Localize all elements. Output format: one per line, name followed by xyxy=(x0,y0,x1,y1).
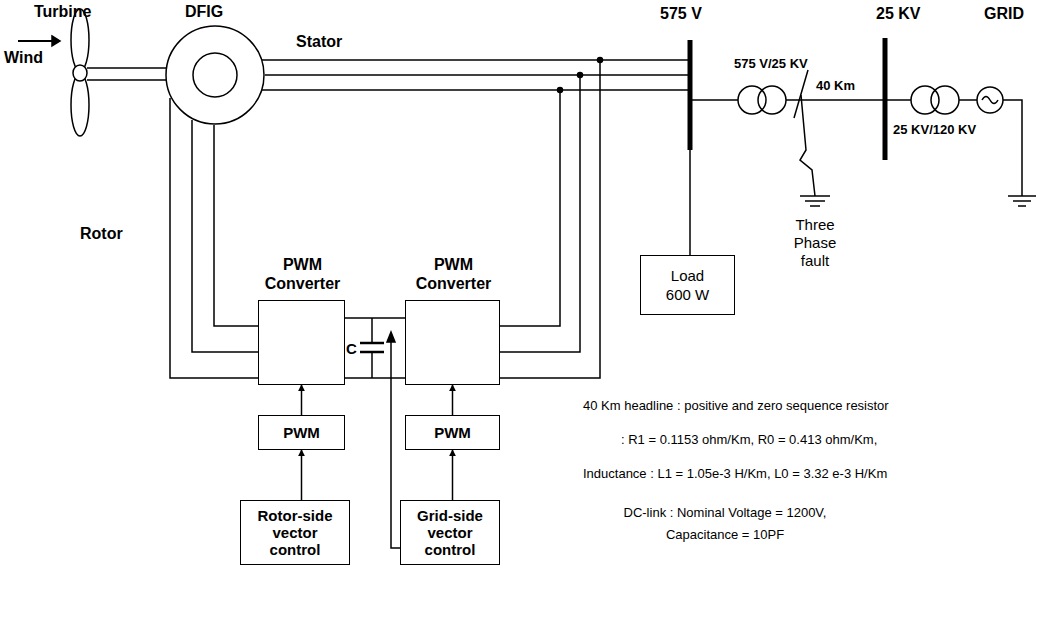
ground-symbol xyxy=(1013,200,1031,202)
ground-symbol xyxy=(810,205,820,207)
part-label: C xyxy=(346,340,357,358)
stator-wire xyxy=(265,74,690,76)
control-box: Rotor-side vector control xyxy=(240,500,350,565)
capacitor-plate xyxy=(360,342,384,345)
stator-wire xyxy=(262,59,690,61)
wind-arrow xyxy=(18,40,52,42)
ground-symbol xyxy=(805,200,825,202)
rotor-wire xyxy=(214,125,258,326)
ground-wire xyxy=(1003,100,1022,196)
control-box: Grid-side vector control xyxy=(400,500,500,565)
signal-arrow xyxy=(301,385,303,415)
bus-bar xyxy=(883,38,888,160)
note-text: DC-link : Nominal Voltage = 1200V, Capac… xyxy=(600,502,850,546)
part-label: 25 KV xyxy=(876,4,920,23)
turbine-hub xyxy=(73,65,87,81)
dc-link-wire xyxy=(345,377,405,379)
part-label: Three Phase fault xyxy=(782,216,848,270)
note-text: Inductance : L1 = 1.05e-3 H/Km, L0 = 3.3… xyxy=(583,466,887,482)
transformer-winding xyxy=(931,86,959,114)
capacitor-lead xyxy=(371,352,373,378)
arrow-head xyxy=(387,332,395,342)
ground-symbol xyxy=(1018,205,1026,207)
shaft xyxy=(87,67,166,69)
dc-voltage-feedback xyxy=(391,340,400,548)
pwm-box: PWM xyxy=(258,415,345,450)
ground-symbol xyxy=(800,195,830,197)
turbine-blade xyxy=(71,74,89,136)
converter-wire xyxy=(500,75,580,352)
junction-dot xyxy=(558,88,563,93)
shaft xyxy=(87,79,166,81)
rotor-wire xyxy=(170,98,258,378)
dc-link-wire xyxy=(345,317,405,319)
line xyxy=(885,99,911,101)
line xyxy=(959,99,977,101)
part-label: Wind xyxy=(4,48,43,67)
capacitor-lead xyxy=(371,318,373,343)
line xyxy=(690,99,738,101)
stator-wire xyxy=(262,89,690,91)
signal-arrow xyxy=(452,450,454,500)
part-label: Rotor xyxy=(80,224,123,243)
pwm-box: PWM xyxy=(405,415,500,450)
node-heading: PWM Converter xyxy=(247,255,358,293)
grid-source xyxy=(977,87,1003,113)
node-label: PWM xyxy=(430,424,475,441)
bus-bar xyxy=(688,40,693,150)
generator-outline xyxy=(165,25,265,125)
part-label: GRID xyxy=(984,4,1024,23)
load-box: Load 600 W xyxy=(640,255,735,315)
node-label: Rotor-side vector control xyxy=(241,507,349,558)
signal-arrow xyxy=(452,385,454,415)
fault-mark xyxy=(794,70,808,118)
part-label: 25 KV/120 KV xyxy=(893,122,976,138)
part-label: Stator xyxy=(296,32,342,51)
rotor-wire xyxy=(192,120,258,352)
fault-path xyxy=(800,95,815,196)
note-text: 40 Km headline : positive and zero seque… xyxy=(583,398,889,414)
node-label: Grid-side vector control xyxy=(401,507,499,558)
node-heading: PWM Converter xyxy=(394,255,513,293)
converter-box: PWM Converter xyxy=(258,300,345,385)
part-label: 40 Km xyxy=(814,78,857,94)
ground-symbol xyxy=(1008,195,1036,197)
node-heading: DFIG xyxy=(185,3,223,20)
note-text: : R1 = 0.1153 ohm/Km, R0 = 0.413 ohm/Km, xyxy=(621,432,877,448)
load-wire xyxy=(689,150,691,255)
converter-box: PWM Converter xyxy=(405,300,500,385)
part-label: 575 V xyxy=(660,4,702,23)
converter-wire xyxy=(500,60,600,378)
wind-arrow-head xyxy=(52,36,60,46)
transformer-winding xyxy=(758,86,786,114)
grid-source-wave xyxy=(982,97,998,104)
junction-dot xyxy=(578,73,583,78)
part-label: Turbine xyxy=(34,2,91,21)
junction-dot xyxy=(598,58,603,63)
signal-arrow xyxy=(301,450,303,500)
converter-wire xyxy=(500,90,560,326)
node-label: Load 600 W xyxy=(658,266,718,304)
node-label: PWM xyxy=(279,424,324,441)
part-label: 575 V/25 KV xyxy=(734,56,808,72)
generator-circle: DFIG xyxy=(165,25,265,125)
